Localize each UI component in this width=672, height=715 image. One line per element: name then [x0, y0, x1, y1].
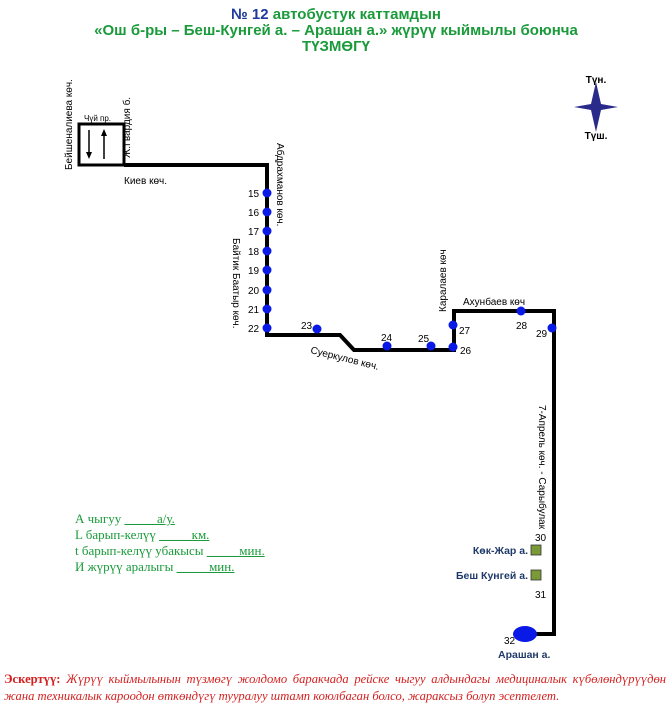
footnote-text: Жүрүү кыймылынын түзмөгү жолдомо баракча…	[4, 672, 666, 703]
info-departures-value: _____а/у.	[124, 511, 175, 526]
street-labels: Бейшеналиева көч. Ж.Гвардия б. Чүй пр. К…	[64, 79, 548, 530]
terminal-loop	[77, 122, 126, 167]
stop-label-27: 27	[459, 326, 471, 337]
title-line-2: «Ош б-ры – Беш-Кунгей а. – Арашан а.» жү…	[94, 22, 578, 39]
stop-21	[262, 304, 272, 314]
stop-19	[262, 265, 272, 275]
stop-27	[448, 320, 458, 330]
title-line-3: ТҮЗМӨГҮ	[302, 38, 370, 55]
place-besh-kungei: Беш Кунгей а.	[456, 570, 528, 582]
stop-18	[262, 246, 272, 256]
stop-28	[516, 306, 526, 316]
stops	[262, 188, 557, 642]
info-distance-label: L барып-келүү	[75, 527, 156, 542]
place-labels: Көк-Жар а. Беш Кунгей а. Арашан а.	[456, 545, 551, 661]
stop-label-24: 24	[381, 333, 393, 344]
compass-north-label: Түн.	[586, 75, 607, 86]
stop-25	[426, 341, 436, 351]
footnote-label: Эскертүү:	[4, 672, 61, 686]
stop-label-32: 32	[504, 636, 516, 647]
info-interval-label: И жүрүү аралыгы	[75, 559, 174, 574]
stop-32-terminal	[513, 626, 537, 642]
stop-label-26: 26	[460, 346, 472, 357]
stop-17	[262, 226, 272, 236]
stop-23	[312, 324, 322, 334]
stop-label-20: 20	[248, 286, 260, 297]
stop-label-19: 19	[248, 266, 260, 277]
place-kok-zhar: Көк-Жар а.	[473, 545, 528, 557]
stop-label-21: 21	[248, 305, 260, 316]
info-interval: И жүрүү аралыгы _____мин.	[75, 559, 234, 575]
info-departures: А чыгуу _____а/у.	[75, 511, 175, 527]
stop-26	[448, 342, 458, 352]
info-distance-value: _____км.	[159, 527, 210, 542]
street-aprel-sarybulak: 7-Апрель көч. - Сарыбулак	[536, 405, 548, 530]
info-departures-label: А чыгуу	[75, 511, 122, 526]
info-time: t барып-келүү убакысы _____мин.	[75, 543, 265, 559]
street-kiev: Киев көч.	[124, 176, 167, 187]
stop-label-25: 25	[418, 334, 430, 345]
info-distance: L барып-келүү _____км.	[75, 527, 209, 543]
compass-south-label: Түш.	[585, 131, 608, 142]
title-line-1: № 12 автобустук каттамдын	[0, 6, 672, 23]
street-zh-gvardiya: Ж.Гвардия б.	[121, 97, 133, 158]
stop-label-31: 31	[535, 590, 547, 601]
stop-numbers: 15 16 17 18 19 20 21 22 23 24 25 26 27 2…	[248, 189, 548, 647]
footnote: Эскертүү: Жүрүү кыймылынын түзмөгү жолдо…	[4, 671, 666, 705]
stop-label-18: 18	[248, 247, 260, 258]
direction-arrows-icon	[86, 129, 107, 159]
street-baitik: Байтик Баатыр көч.	[230, 238, 241, 329]
besh-kungei-marker	[530, 569, 542, 581]
info-interval-value: _____мин.	[176, 559, 235, 574]
stop-label-28: 28	[516, 321, 528, 332]
stop-label-22: 22	[248, 324, 260, 335]
route-number: № 12	[231, 6, 269, 23]
street-abdrakhmanov: Абдрахманов көч.	[274, 143, 286, 226]
info-time-value: _____мин.	[206, 543, 265, 558]
stop-label-23: 23	[301, 321, 313, 332]
stop-22	[262, 323, 272, 333]
compass-icon: Түн. Түш.	[574, 75, 618, 142]
stop-20	[262, 285, 272, 295]
title-line-1-text: автобустук каттамдын	[272, 6, 441, 23]
street-karalaev: Каралаев көч	[438, 249, 449, 312]
stop-15	[262, 188, 272, 198]
info-time-label: t барып-келүү убакысы	[75, 543, 204, 558]
stop-label-15: 15	[248, 189, 260, 200]
street-chui: Чүй пр.	[84, 114, 111, 123]
stop-label-30: 30	[535, 533, 547, 544]
place-arashan: Арашан а.	[498, 649, 551, 661]
stop-24	[382, 341, 392, 351]
stop-label-16: 16	[248, 208, 260, 219]
stop-29	[547, 323, 557, 333]
kok-zhar-marker	[530, 544, 542, 556]
stop-label-17: 17	[248, 227, 260, 238]
stop-label-29: 29	[536, 329, 548, 340]
stop-16	[262, 207, 272, 217]
street-beishenalieva: Бейшеналиева көч.	[64, 79, 75, 170]
street-akhunbaev: Ахунбаев көч	[463, 296, 525, 308]
